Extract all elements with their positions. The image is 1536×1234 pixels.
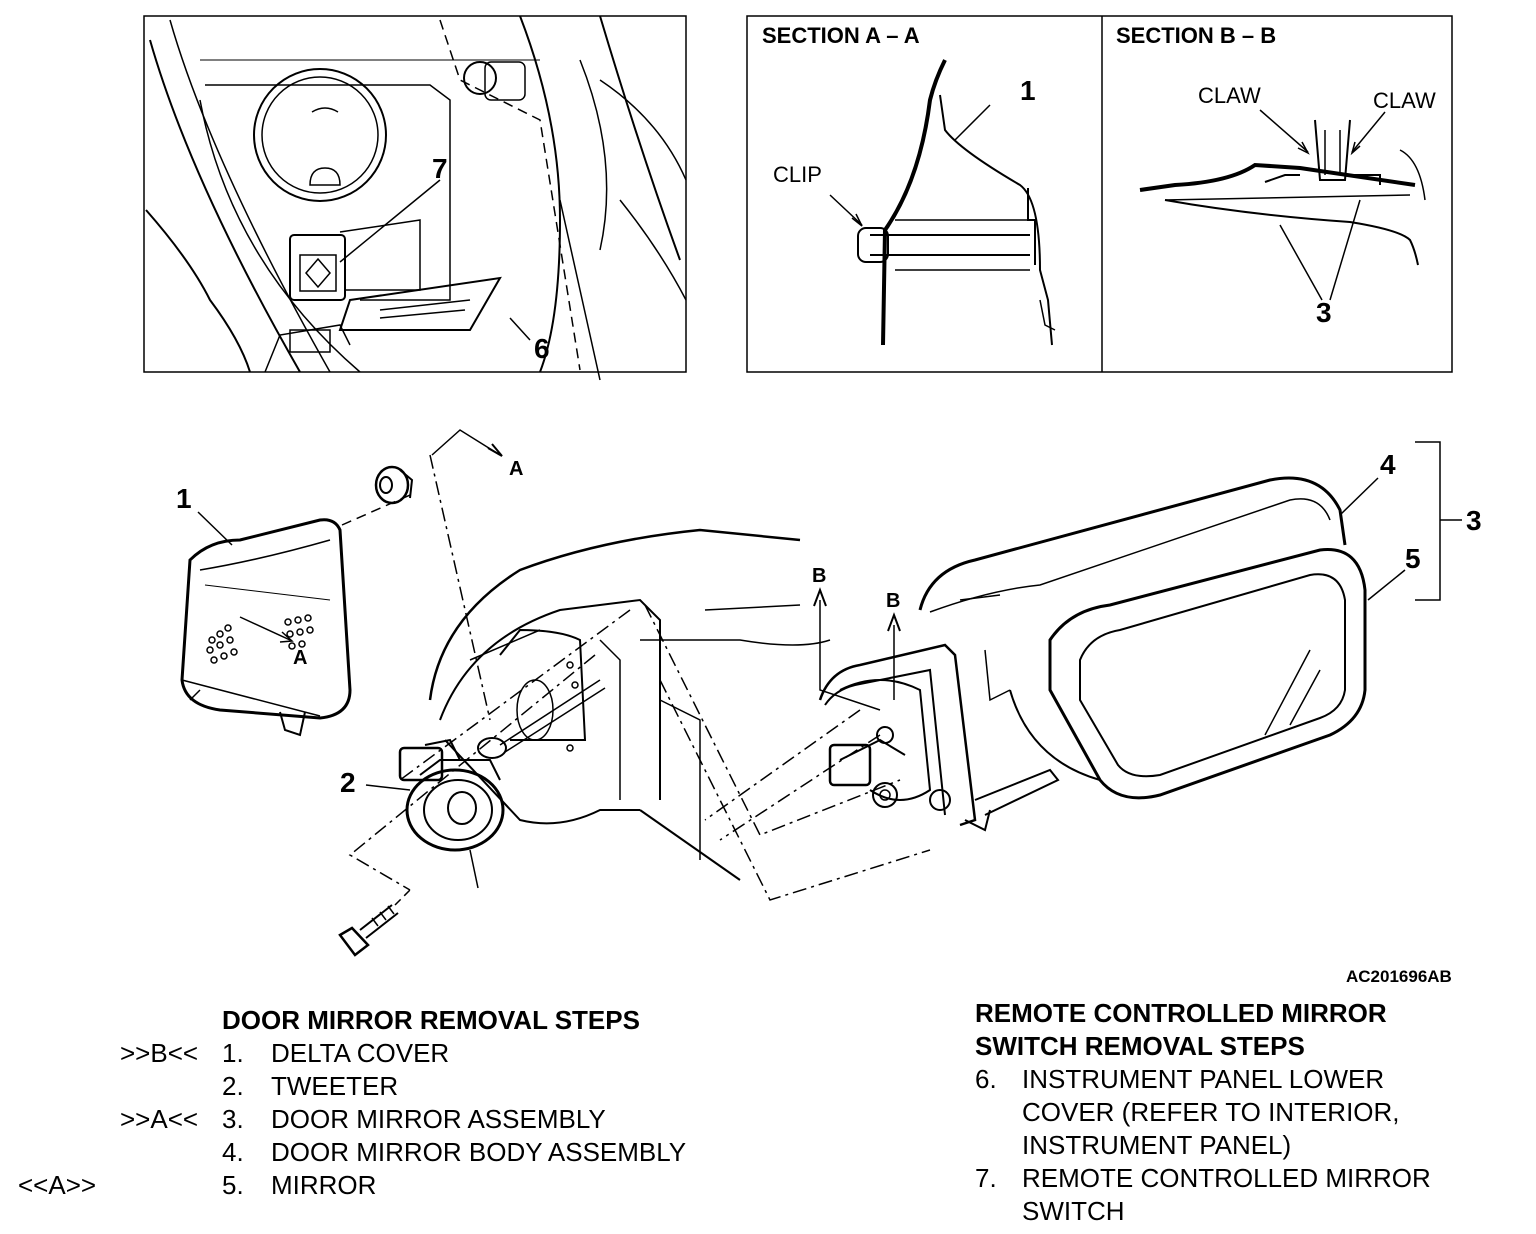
step-index: 5. (222, 1170, 244, 1200)
step-row-2: 2. TWEETER (0, 1070, 760, 1103)
callout-1: 1 (176, 483, 192, 514)
section-a-title: SECTION A – A (762, 23, 920, 48)
clip-label: CLIP (773, 162, 822, 187)
switch-steps-title-line2: SWITCH REMOVAL STEPS (975, 1031, 1305, 1061)
step-text: TWEETER (271, 1071, 399, 1101)
section-b-title: SECTION B – B (1116, 23, 1276, 48)
callout-7: 7 (432, 153, 448, 184)
callout-4: 4 (1380, 449, 1396, 480)
step-text: INSTRUMENT PANEL LOWER (1022, 1064, 1385, 1094)
switch-step-7-cont: SWITCH (975, 1195, 1515, 1228)
step-row-4: 4. DOOR MIRROR BODY ASSEMBLY (0, 1136, 760, 1169)
callout-5: 5 (1405, 543, 1421, 574)
step-row-1: >>B<< 1. DELTA COVER (0, 1037, 760, 1070)
switch-step-6-cont: COVER (REFER TO INTERIOR, (975, 1096, 1515, 1129)
claw-label-right: CLAW (1373, 88, 1436, 113)
step-row-5: <<A>> 5. MIRROR (0, 1169, 760, 1202)
section-a-callout-1: 1 (1020, 75, 1036, 106)
step-text: COVER (REFER TO INTERIOR, (1022, 1097, 1400, 1127)
step-index: 3. (222, 1104, 244, 1134)
instrument-panel-inset (143, 15, 687, 381)
main-exploded-view (180, 429, 1462, 957)
arrow-b-label-right: B (886, 590, 900, 612)
switch-step-6-cont: INSTRUMENT PANEL) (975, 1129, 1515, 1162)
step-index: 4. (222, 1137, 244, 1167)
step-text: DOOR MIRROR BODY ASSEMBLY (271, 1137, 687, 1167)
delta-cover-a-label: A (293, 647, 307, 669)
callout-6: 6 (534, 333, 550, 364)
switch-step-6: 6. INSTRUMENT PANEL LOWER (975, 1063, 1515, 1096)
arrow-a-label: A (509, 458, 523, 480)
step-text: MIRROR (271, 1170, 377, 1200)
step-row-3: >>A<< 3. DOOR MIRROR ASSEMBLY (0, 1103, 760, 1136)
step-text: REMOTE CONTROLLED MIRROR (1022, 1163, 1431, 1193)
callout-2: 2 (340, 767, 356, 798)
claw-label-left: CLAW (1198, 83, 1261, 108)
step-text: INSTRUMENT PANEL) (1022, 1130, 1292, 1160)
switch-step-7: 7. REMOTE CONTROLLED MIRROR (975, 1162, 1515, 1195)
step-text: DELTA COVER (271, 1038, 450, 1068)
door-mirror-removal-steps: DOOR MIRROR REMOVAL STEPS >>B<< 1. DELTA… (0, 1004, 760, 1202)
step-index: 1. (222, 1038, 244, 1068)
step-index: 2. (222, 1071, 244, 1101)
step-text: SWITCH (1022, 1196, 1125, 1226)
step-index: 7. (975, 1163, 997, 1193)
speaker-holes (206, 614, 314, 664)
step-mark: >>A<< (120, 1104, 199, 1134)
step-text: DOOR MIRROR ASSEMBLY (271, 1104, 606, 1134)
step-mark: >>B<< (120, 1038, 199, 1068)
section-b-callout-3: 3 (1316, 297, 1332, 328)
figure-code: AC201696AB (1346, 967, 1452, 986)
door-mirror-steps-title: DOOR MIRROR REMOVAL STEPS (222, 1005, 640, 1035)
step-mark: <<A>> (18, 1170, 97, 1200)
step-index: 6. (975, 1064, 997, 1094)
callout-3: 3 (1466, 505, 1482, 536)
switch-removal-steps: REMOTE CONTROLLED MIRROR SWITCH REMOVAL … (975, 997, 1515, 1228)
section-inset (746, 15, 1453, 373)
arrow-b-label-left: B (812, 565, 826, 587)
switch-steps-title-line1: REMOTE CONTROLLED MIRROR (975, 998, 1387, 1028)
